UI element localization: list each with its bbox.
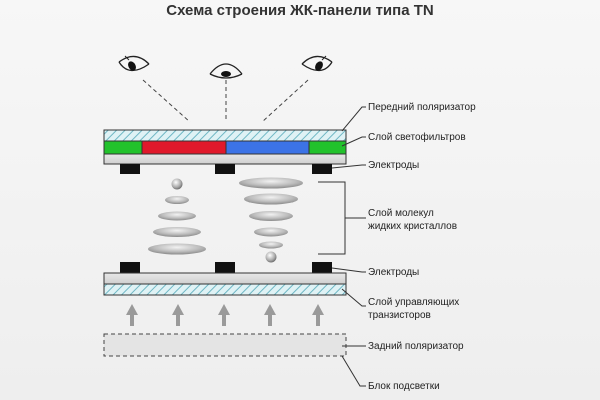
page-title: Схема строения ЖК-панели типа TN — [166, 2, 434, 19]
label-color-filters: Слой светофильтров — [368, 131, 466, 143]
lc-molecules-right — [239, 177, 303, 263]
label-lc-line1: Слой молекул — [368, 208, 434, 219]
label-lc-line2: жидких кристаллов — [368, 221, 457, 232]
eye-icon — [301, 55, 333, 72]
color-filter-layer — [103, 140, 347, 155]
top-electrodes — [120, 164, 332, 174]
leader-lines — [318, 106, 366, 387]
front-polarizer — [103, 129, 347, 142]
label-rear-polarizer: Задний поляризатор — [368, 341, 464, 352]
label-electrodes-top: Электроды — [368, 160, 419, 171]
transistor-layer — [103, 283, 347, 296]
rear-polarizer — [103, 333, 347, 357]
view-lines — [142, 79, 309, 123]
bottom-glass-plate — [103, 272, 347, 285]
label-front-polarizer: Передний поляризатор — [368, 102, 476, 113]
label-electrodes-bottom: Электроды — [368, 267, 419, 278]
bottom-electrodes — [120, 262, 332, 273]
top-glass-plate — [103, 153, 347, 165]
label-transistors-line2: транзисторов — [368, 310, 431, 321]
label-transistors-line1: Слой управляющих — [368, 297, 459, 308]
eye-icon — [118, 55, 150, 72]
up-arrow-icon — [126, 304, 324, 326]
lc-molecules-left — [148, 178, 206, 255]
label-backlight: Блок подсветки — [368, 381, 440, 392]
eye-icon — [209, 63, 243, 79]
